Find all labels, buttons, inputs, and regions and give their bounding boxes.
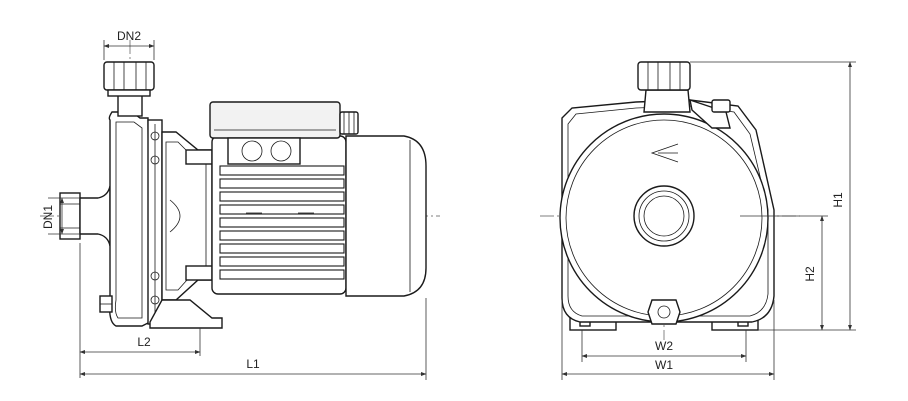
dim-dn2: DN2: [103, 29, 155, 60]
label-dn1: DN1: [41, 205, 55, 229]
dim-dn1: DN1: [41, 197, 80, 235]
label-w1: W1: [655, 358, 673, 372]
label-dn2: DN2: [117, 29, 141, 43]
terminal-box: [209, 101, 359, 165]
dim-w2: W2: [581, 330, 747, 362]
side-view: DN2 DN1 L2 L1: [40, 29, 440, 380]
dim-h1: H1: [690, 61, 856, 331]
motor-bracket: [149, 131, 223, 329]
dim-w1: W1: [561, 300, 775, 380]
pump-casing: [99, 111, 163, 327]
label-h1: H1: [831, 192, 845, 208]
dim-l1: L1: [79, 298, 427, 380]
fan-cover: [345, 135, 427, 297]
label-w2: W2: [655, 339, 673, 353]
dim-l2: L2: [79, 243, 201, 378]
label-l1: L1: [246, 357, 260, 371]
rotation-arrow-icon: [650, 143, 679, 163]
outlet-nut: [103, 61, 155, 117]
drain-plug: [647, 299, 681, 325]
front-view: W2 W1 H2 H1: [540, 61, 856, 380]
label-l2: L2: [137, 335, 151, 349]
label-h2: H2: [803, 266, 817, 282]
dim-h2: H2: [740, 215, 856, 331]
inlet-flange: [59, 185, 111, 247]
outlet-nut-front: [637, 61, 731, 129]
inlet-port: [633, 185, 695, 247]
